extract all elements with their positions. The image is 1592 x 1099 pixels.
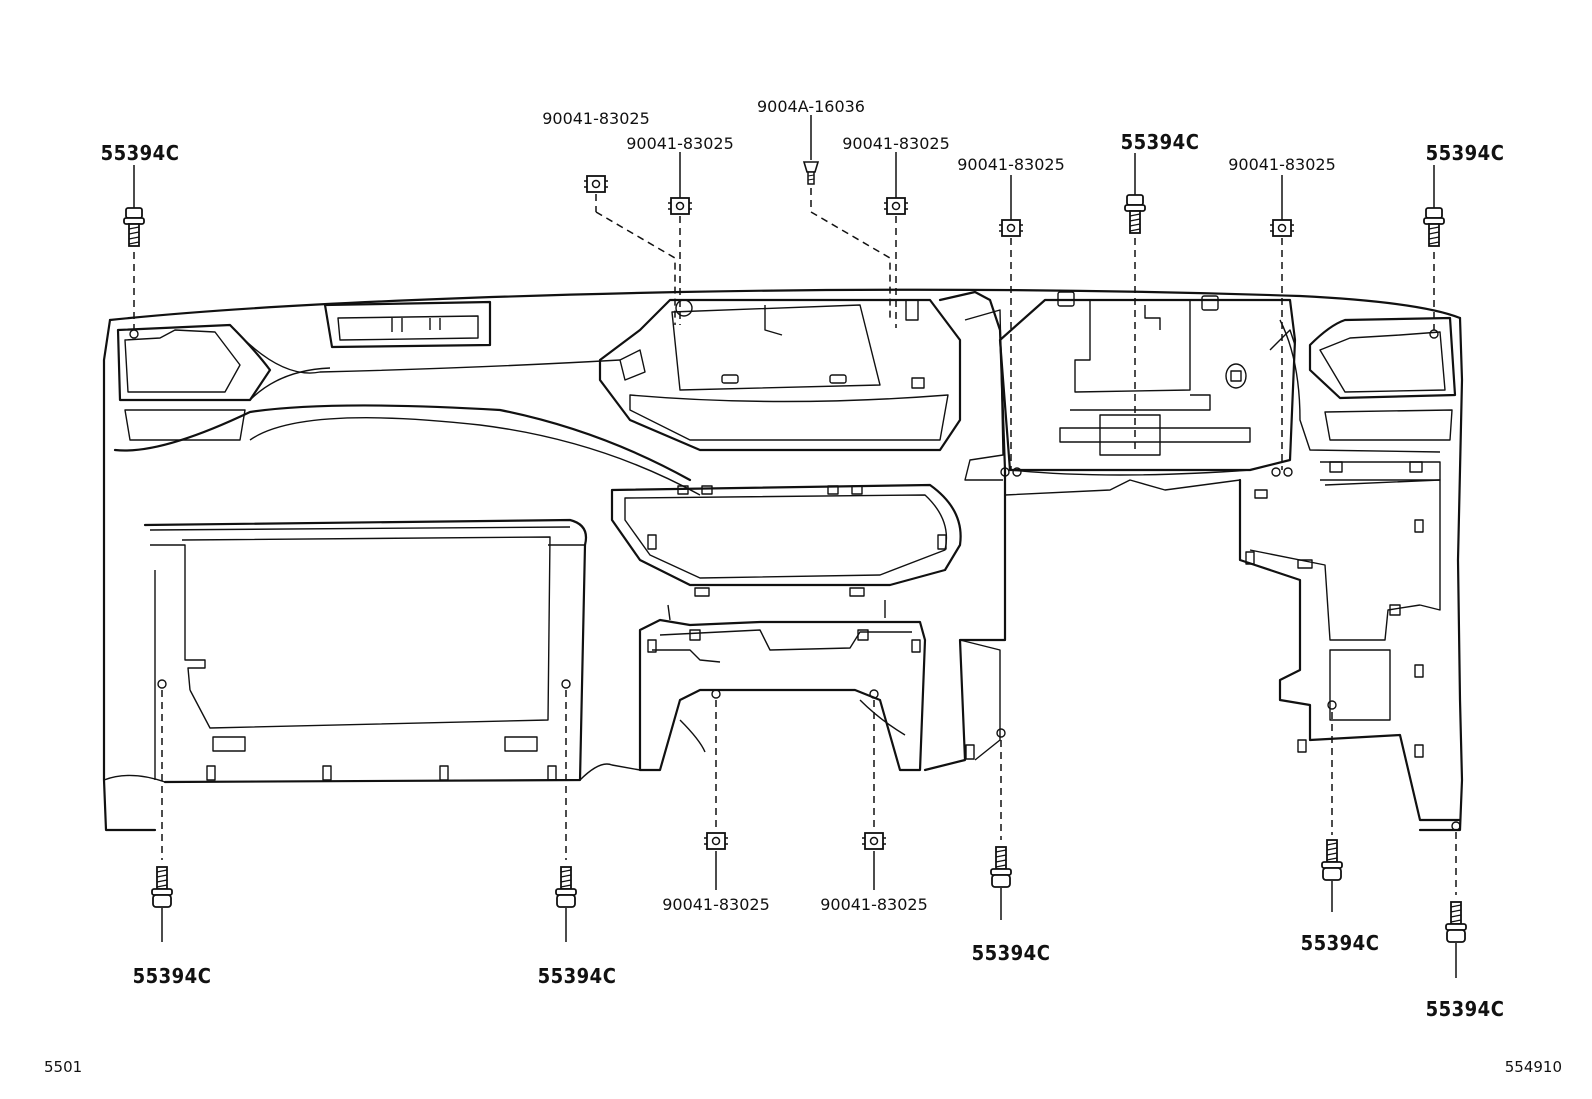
callout-clip-top: 9004A-16036 <box>757 97 865 116</box>
nut-top-5 <box>1269 175 1295 477</box>
instrument-panel-body <box>102 288 1464 832</box>
callout-nut-top-2: 90041-83025 <box>626 134 734 153</box>
clip-top <box>803 115 891 320</box>
bolt-top-center <box>1124 153 1146 450</box>
callout-bolt-bottom-4: 55394C <box>1301 931 1380 955</box>
callout-bolt-bottom-2: 55394C <box>538 964 617 988</box>
nut-bottom-1 <box>703 689 729 890</box>
nut-bottom-2 <box>861 689 887 890</box>
bolt-top-left <box>123 165 145 339</box>
callout-nut-bottom-2: 90041-83025 <box>820 895 928 914</box>
footer-left-code: 5501 <box>44 1058 82 1076</box>
callout-bolt-bottom-3: 55394C <box>972 941 1051 965</box>
bolt-bottom-1 <box>151 679 173 942</box>
bolt-bottom-5 <box>1445 821 1467 978</box>
callout-bolt-top-center: 55394C <box>1121 130 1200 154</box>
callout-bolt-bottom-1: 55394C <box>133 964 212 988</box>
callout-nut-top-4: 90041-83025 <box>957 155 1065 174</box>
callout-nut-top-3: 90041-83025 <box>842 134 950 153</box>
callout-nut-top-5: 90041-83025 <box>1228 155 1336 174</box>
nut-top-4 <box>998 175 1024 477</box>
bolt-bottom-3 <box>990 728 1012 920</box>
callout-nut-top-1: 90041-83025 <box>542 109 650 128</box>
bolt-top-right <box>1423 165 1445 339</box>
callout-bolt-top-right: 55394C <box>1426 141 1505 165</box>
nut-top-2 <box>667 152 693 325</box>
callout-nut-bottom-1: 90041-83025 <box>662 895 770 914</box>
nut-top-3 <box>883 152 909 328</box>
bolt-bottom-2 <box>555 679 577 942</box>
nut-top-1 <box>583 175 676 325</box>
callout-bolt-top-left: 55394C <box>101 141 180 165</box>
bolt-bottom-4 <box>1321 700 1343 912</box>
callout-bolt-bottom-5: 55394C <box>1426 997 1505 1021</box>
footer-right-code: 554910 <box>1505 1058 1562 1076</box>
